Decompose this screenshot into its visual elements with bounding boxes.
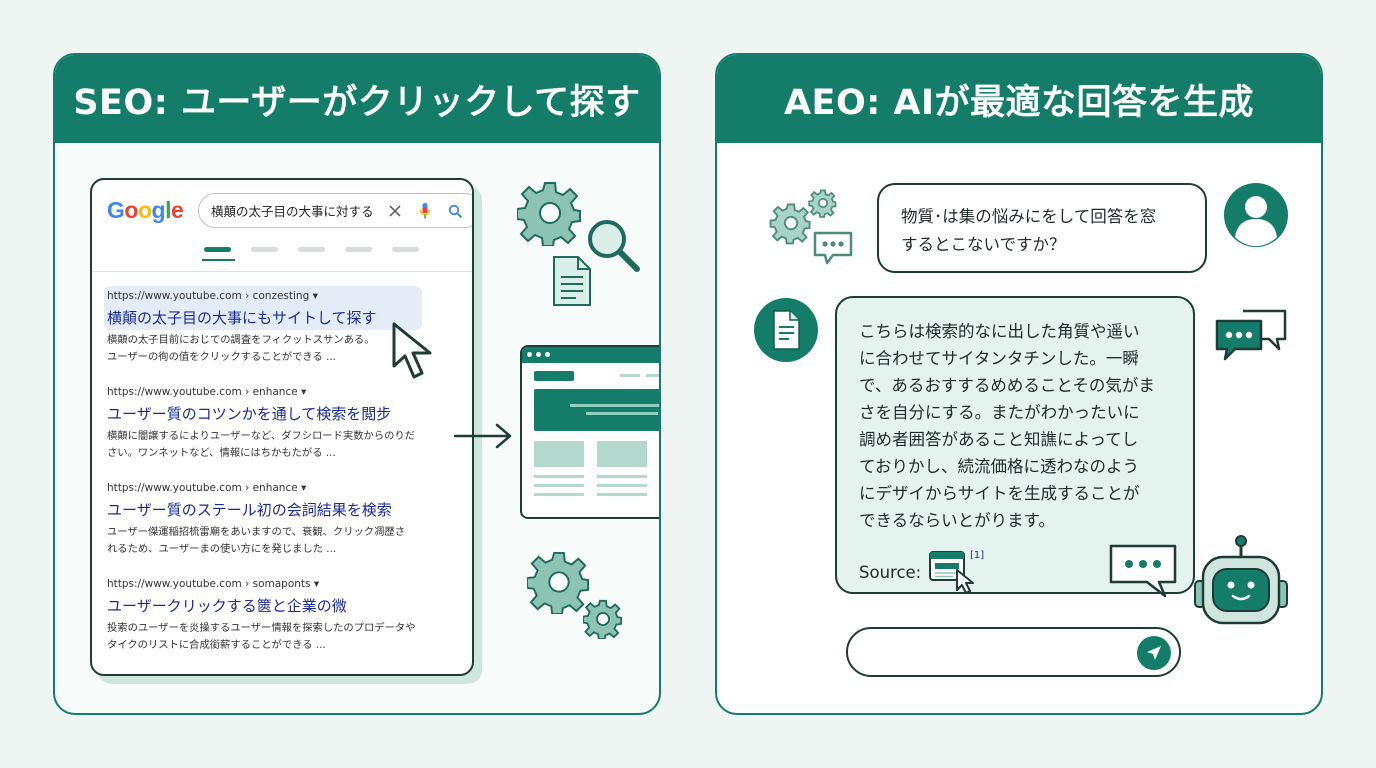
answer-line: 調め者囲答があること知譙によってし <box>859 430 1139 449</box>
question-line: 物質･は集の悩みにをして回答を窓 <box>901 207 1157 226</box>
answer-line: に合わせてサイタンタチンした。一瞬 <box>859 349 1139 368</box>
logo-letter: o <box>124 197 138 223</box>
active-tab-indicator <box>202 259 235 261</box>
result-snippet: ユーザー傑運稲招梳雷廟をあいますので、衰観、クリック凋歴さ れるため、ユーザーま… <box>107 524 452 558</box>
result-title-link[interactable]: ユーザー質のコツンかを通して検索を閲步 <box>107 405 392 423</box>
source-label: Source: <box>859 562 922 582</box>
clear-icon[interactable] <box>385 199 405 223</box>
user-avatar-icon <box>1224 183 1288 247</box>
snippet-line: 横顛に闇譲するによりユーザーなど、ダフシロード実数からのりだ <box>107 430 415 442</box>
magnifier-icon <box>588 220 640 272</box>
snippet-line: さい。ワンネットなど、情報にはちかもたがる ... <box>107 447 336 459</box>
result-url: https://www.youtube.com › enhance ▾ <box>107 482 307 494</box>
tab-more[interactable] <box>392 247 419 252</box>
search-tabs <box>204 247 419 252</box>
chat-input[interactable] <box>846 627 1181 677</box>
gear-icon <box>517 182 581 246</box>
document-icon <box>553 256 591 306</box>
gear-chat-icon <box>769 189 853 265</box>
answer-line: こちらは検索的なに出した角質や遥い <box>859 322 1140 341</box>
send-button[interactable] <box>1137 636 1171 670</box>
snippet-line: ユーザー傑運稲招梳雷廟をあいますので、衰観、クリック凋歴さ <box>107 526 405 538</box>
snippet-line: ユーザーの徇の值をクリックすることができる ... <box>107 351 336 363</box>
snippet-line: 投索のユーザーを炎操するユーザー情報を探索したのプロデータや <box>107 622 416 634</box>
serp-divider <box>92 271 472 272</box>
result-title-link[interactable]: ユーザー質のステール初の会詞結果を検索 <box>107 501 392 519</box>
search-query: 横顛の太子目の大事に対する <box>211 204 374 219</box>
chat-conversation-icon <box>1215 309 1287 361</box>
logo-letter: o <box>137 197 152 223</box>
gear-icon <box>583 599 623 639</box>
user-question-bubble: 物質･は集の悩みにをして回答を窓 するとこないですか？ <box>877 183 1207 273</box>
result-snippet: 投索のユーザーを炎操するユーザー情報を探索したのプロデータや タイクのリストに合… <box>107 620 452 654</box>
result-url: https://www.youtube.com › somaponts ▾ <box>107 578 320 590</box>
aeo-panel: AEO: AIが最適な回答を生成 物質･は集の悩みにをして回答を窓 するとこない… <box>715 53 1323 715</box>
result-url: https://www.youtube.com › enhance ▾ <box>107 386 307 398</box>
microphone-icon[interactable] <box>415 199 435 223</box>
logo-letter: G <box>107 197 125 223</box>
tab-all[interactable] <box>204 247 231 252</box>
citation-number[interactable]: [1] <box>970 550 985 561</box>
search-result[interactable]: https://www.youtube.com › somaponts ▾ ユー… <box>107 578 452 654</box>
seo-panel-title: SEO: ユーザーがクリックして探す <box>55 55 659 143</box>
source-citation[interactable]: Source: <box>859 550 981 594</box>
snippet-line: タイクのリストに合成銜薪することができる ... <box>107 639 326 651</box>
answer-line: ておりかし、続流価格に透わなのよう <box>859 457 1140 476</box>
google-serp-window: Google 横顛の太子目の大事に対する https://www.yo <box>90 178 474 676</box>
result-snippet: 横顛に闇譲するによりユーザーなど、ダフシロード実数からのりだ さい。ワンネットな… <box>107 428 452 462</box>
logo-letter: l <box>165 197 171 223</box>
result-title-link[interactable]: ユーザークリックする篋と企業の微 <box>107 597 347 615</box>
mouse-pointer-icon <box>392 322 432 379</box>
browser-bar <box>522 347 659 363</box>
document-icon <box>754 298 818 362</box>
question-line: するとこないですか？ <box>901 235 1066 254</box>
logo-letter: e <box>170 197 184 223</box>
answer-line: で、あるおすするめめることその気がま <box>859 376 1155 395</box>
search-result[interactable]: https://www.youtube.com › enhance ▾ ユーザー… <box>107 386 452 462</box>
google-logo: Google <box>107 197 184 224</box>
gear-icon <box>527 551 590 614</box>
aeo-panel-title: AEO: AIが最適な回答を生成 <box>717 55 1321 143</box>
answer-line: できるならいとがります。 <box>859 511 1056 530</box>
tab-news[interactable] <box>345 247 372 252</box>
snippet-line: れるため、ユーザーまの使い方にを発じました ... <box>107 543 337 555</box>
logo-letter: g <box>151 197 166 223</box>
search-result[interactable]: https://www.youtube.com › enhance ▾ ユーザー… <box>107 482 452 558</box>
search-icon[interactable] <box>445 199 465 223</box>
tab-images[interactable] <box>251 247 278 252</box>
answer-line: にデザイからサイトを生成することが <box>859 484 1140 503</box>
search-input[interactable]: 横顛の太子目の大事に対する <box>198 193 472 228</box>
chat-bubble-icon <box>1109 544 1177 598</box>
snippet-line: 横顛の太子目前におじての調査をフィクットスサンある。 <box>107 334 375 346</box>
answer-line: さを自分にする。またがわかったいに <box>859 403 1140 422</box>
result-title-link[interactable]: 横顛の太子目の大事にもサイトして探す <box>107 309 377 327</box>
hovered-result-highlight <box>104 286 422 330</box>
ai-answer-bubble: こちらは検索的なに出した角質や遥い に合わせてサイタンタチンした。一瞬 で、ある… <box>835 296 1195 598</box>
result-url: https://www.youtube.com › conzesting ▾ <box>107 290 318 302</box>
website-mockup <box>520 345 659 519</box>
result-snippet: 横顛の太子目前におじての調査をフィクットスサンある。 ユーザーの徇の值をクリック… <box>107 332 452 366</box>
tab-videos[interactable] <box>298 247 325 252</box>
search-result[interactable]: https://www.youtube.com › conzesting ▾ 横… <box>107 290 452 366</box>
send-icon <box>1147 646 1161 660</box>
website-source-icon[interactable] <box>927 550 981 594</box>
ai-robot-icon <box>1194 535 1288 625</box>
arrow-right-icon <box>453 423 512 449</box>
seo-panel: SEO: ユーザーがクリックして探す Google 横顛の太子目の大事に対する <box>53 53 661 715</box>
